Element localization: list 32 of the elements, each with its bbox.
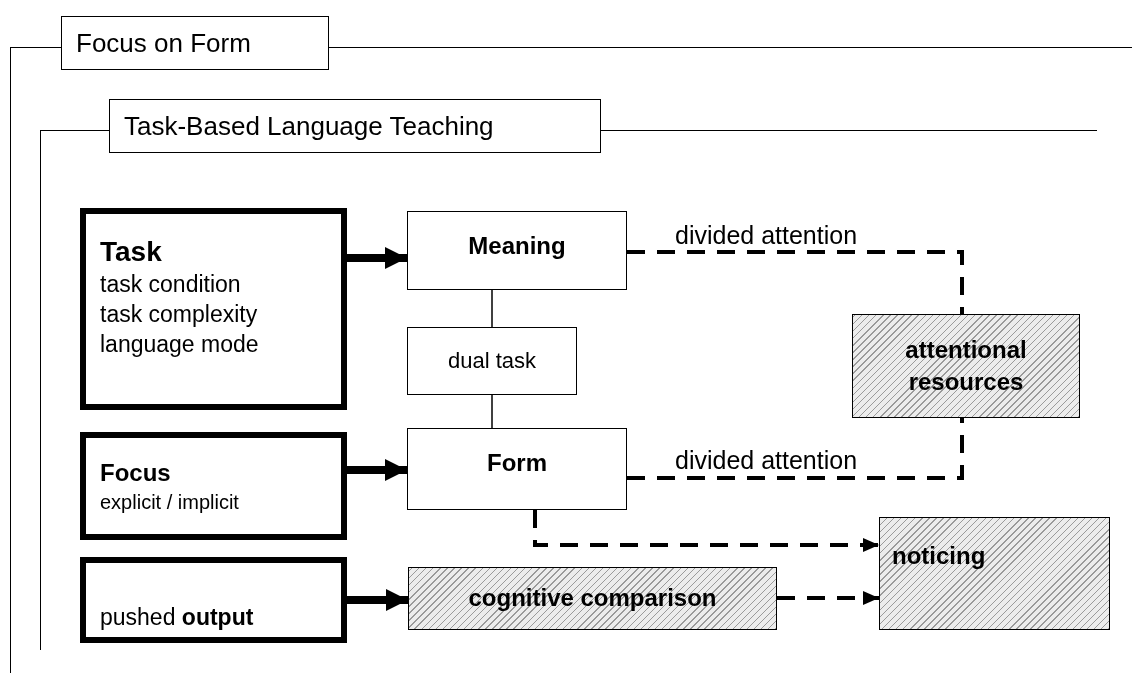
process-box [407,211,627,290]
hatched-box [879,517,1110,630]
connector-line [627,250,964,314]
arrow [777,591,879,605]
box-text: Meaning [468,231,566,261]
box-text: pushed output [100,603,255,633]
box-heading: Focus [100,458,172,489]
arrow [347,589,408,611]
hatched-box [408,567,777,630]
box-text: task condition task complexity language mode [100,270,260,360]
hatched-box [852,314,1080,418]
box-text: explicit / implicit [100,489,240,515]
section-frame [10,16,1132,673]
connector-line [627,418,964,480]
arrow [533,510,879,552]
box-text: Form [487,448,547,478]
box-text: noticing [892,541,986,571]
arrow [347,247,407,269]
section-heading: Focus on Form [61,16,329,70]
section-heading: Task-Based Language Teaching [109,99,601,153]
emphasis-box [80,557,347,643]
box-text: cognitive comparison [468,583,717,614]
box-text: dual task [447,346,537,375]
box-heading: Task [100,235,163,269]
arrow [347,459,407,481]
process-box [407,428,627,510]
emphasis-box [80,432,347,540]
process-box [407,327,577,395]
connector-line [491,289,493,328]
connector-line [491,394,493,429]
emphasis-box [80,208,347,410]
box-text: attentional resources [904,334,1028,397]
